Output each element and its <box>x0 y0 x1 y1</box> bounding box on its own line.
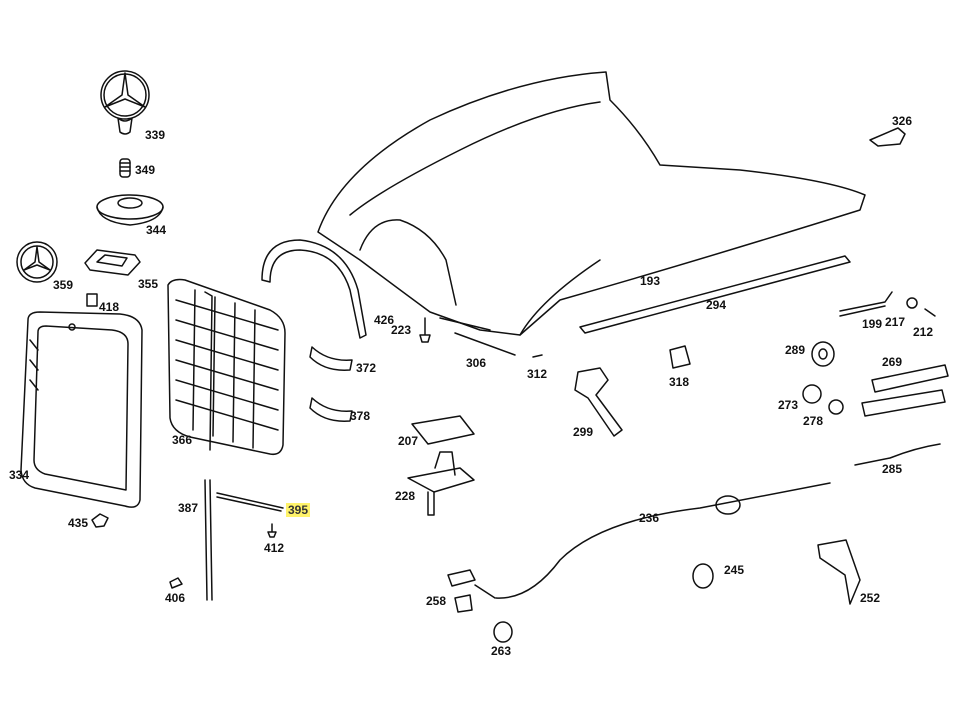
gasket-part <box>84 249 141 276</box>
bushing-part <box>811 341 835 367</box>
part-label: 412 <box>264 541 285 555</box>
part-label: 273 <box>778 398 799 412</box>
part-label: 387 <box>178 501 199 515</box>
arch-seal-part <box>261 239 367 339</box>
part-label: 355 <box>138 277 159 291</box>
cable-clamp-part <box>447 569 496 613</box>
block-part <box>669 345 691 369</box>
part-label: 349 <box>135 163 156 177</box>
part-label: 285 <box>882 462 903 476</box>
part-label: 207 <box>398 434 419 448</box>
part-label: 366 <box>172 433 193 447</box>
striker-plate-part <box>411 415 475 445</box>
long-spring-part <box>854 443 941 466</box>
part-label: 278 <box>803 414 824 428</box>
part-label: 236 <box>639 511 660 525</box>
part-label: 318 <box>669 375 690 389</box>
curved-trim-upper-part <box>309 346 353 371</box>
emblem-base-part <box>96 194 164 226</box>
knob-part <box>692 563 714 589</box>
spring-part <box>119 158 131 178</box>
release-handle-part <box>817 539 861 605</box>
part-label: 289 <box>785 343 806 357</box>
part-label: 426 <box>374 313 395 327</box>
small-clip-part <box>169 577 183 589</box>
part-label: 339 <box>145 128 166 142</box>
part-label: 263 <box>491 644 512 658</box>
badge-part <box>16 241 58 283</box>
part-label: 299 <box>573 425 594 439</box>
grille-insert-part <box>167 278 286 456</box>
fastener-part <box>91 513 109 528</box>
part-label: 312 <box>527 367 548 381</box>
bolt-part <box>419 317 431 343</box>
part-label: 378 <box>350 409 371 423</box>
part-label: 344 <box>146 223 167 237</box>
clip-part <box>86 293 98 307</box>
nut-part <box>802 384 844 415</box>
latch-plate-part <box>861 364 949 417</box>
trim-strip-part <box>204 479 213 601</box>
rod-part <box>454 332 516 356</box>
part-label: 269 <box>882 355 903 369</box>
striker-part <box>407 451 475 516</box>
pin-part <box>532 354 543 358</box>
part-label: 406 <box>165 591 186 605</box>
trim-bar-part <box>216 492 284 512</box>
part-label: 334 <box>9 468 30 482</box>
curved-trim-lower-part <box>309 397 353 422</box>
part-label: 372 <box>356 361 377 375</box>
linkage-part <box>839 291 936 317</box>
screw-part <box>267 523 277 538</box>
hood-strip-part <box>579 255 851 334</box>
bracket-part <box>869 127 906 147</box>
part-label: 359 <box>53 278 74 292</box>
latch-part <box>574 367 623 437</box>
part-label: 258 <box>426 594 447 608</box>
part-label: 193 <box>640 274 661 288</box>
part-label: 217 <box>885 315 906 329</box>
star-emblem-part <box>100 70 150 135</box>
cable-part <box>495 482 831 599</box>
part-label: 435 <box>68 516 89 530</box>
part-label: 252 <box>860 591 881 605</box>
hood-part <box>317 71 866 336</box>
part-label: 223 <box>391 323 412 337</box>
part-label: 228 <box>395 489 416 503</box>
grommet-part <box>493 621 513 643</box>
part-label: 306 <box>466 356 487 370</box>
grille-shell-part <box>20 311 143 508</box>
part-label: 326 <box>892 114 913 128</box>
part-label-highlighted: 395 <box>286 503 311 517</box>
part-label: 245 <box>724 563 745 577</box>
part-label: 212 <box>913 325 934 339</box>
part-label: 199 <box>862 317 883 331</box>
part-label: 294 <box>706 298 727 312</box>
part-label: 418 <box>99 300 120 314</box>
